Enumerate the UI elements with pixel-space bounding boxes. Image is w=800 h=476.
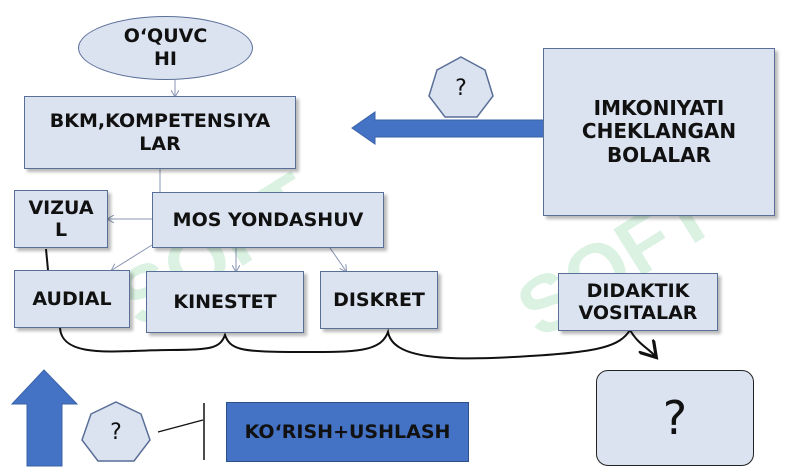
node-vizual-label: VIZUA L bbox=[28, 196, 94, 241]
question-heptagon-top-label: ? bbox=[455, 75, 467, 101]
node-mos-yondashuv-label: MOS YONDASHUV bbox=[172, 208, 364, 231]
question-heptagon-bottom bbox=[81, 401, 151, 462]
node-audial: AUDIAL bbox=[14, 270, 130, 328]
node-bkm: BKM,KOMPETENSIYA LAR bbox=[24, 96, 296, 169]
node-oquvchi-label: O‘QUVC HI bbox=[123, 25, 208, 70]
node-audial-label: AUDIAL bbox=[32, 287, 112, 310]
node-kinestet-label: KINESTET bbox=[173, 290, 277, 313]
big-up-arrow bbox=[10, 369, 79, 467]
node-vizual: VIZUA L bbox=[14, 190, 108, 248]
node-imkoniyati-label: IMKONIYATI CHEKLANGAN BOLALAR bbox=[581, 95, 737, 167]
node-bkm-label: BKM,KOMPETENSIYA LAR bbox=[49, 110, 271, 155]
node-question-box-label: ? bbox=[662, 391, 688, 445]
node-korish-ushlash-label: KO‘RISH+USHLASH bbox=[244, 421, 451, 443]
question-heptagon-bottom-label: ? bbox=[110, 419, 122, 445]
connector-mos-diskret bbox=[329, 247, 346, 271]
question-heptagon-top bbox=[428, 56, 494, 118]
node-korish-ushlash: KO‘RISH+USHLASH bbox=[226, 402, 469, 462]
node-mos-yondashuv: MOS YONDASHUV bbox=[152, 192, 384, 248]
node-diskret: DISKRET bbox=[320, 271, 438, 329]
node-kinestet: KINESTET bbox=[146, 271, 304, 333]
connector-heptagon-korish bbox=[157, 419, 204, 433]
node-oquvchi: O‘QUVC HI bbox=[78, 16, 253, 80]
node-didaktik-label: DIDAKTIK VOSITALAR bbox=[578, 279, 698, 324]
category-brace bbox=[59, 327, 655, 358]
connector-vizual-audial bbox=[45, 248, 49, 271]
node-didaktik: DIDAKTIK VOSITALAR bbox=[558, 273, 718, 331]
node-imkoniyati: IMKONIYATI CHEKLANGAN BOLALAR bbox=[543, 48, 775, 216]
node-diskret-label: DISKRET bbox=[333, 288, 425, 311]
node-question-box: ? bbox=[596, 370, 754, 466]
connector-mos-audial bbox=[112, 244, 153, 270]
